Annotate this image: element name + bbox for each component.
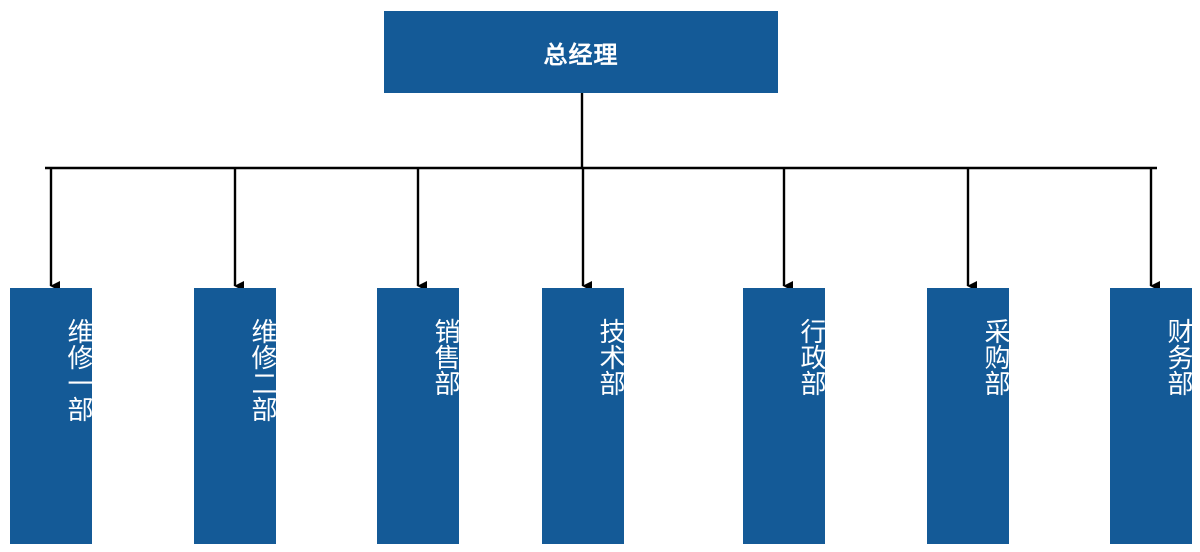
dept-label: 技术部	[595, 318, 625, 396]
dept-node-administration: 行政部	[743, 288, 826, 544]
dept-label: 销售部	[430, 318, 460, 396]
dept-node-maintenance-2: 维修二部	[194, 288, 277, 544]
dept-label: 维修二部	[247, 318, 277, 422]
dept-label: 财务部	[1163, 318, 1193, 396]
root-node-label: 总经理	[543, 40, 619, 69]
root-node-general-manager: 总经理	[384, 11, 778, 93]
dept-label: 维修一部	[63, 318, 93, 422]
branch-lines	[49, 168, 1160, 291]
dept-label: 采购部	[980, 318, 1010, 396]
dept-node-sales: 销售部	[377, 288, 460, 544]
dept-node-procurement: 采购部	[927, 288, 1010, 544]
dept-label: 行政部	[796, 318, 826, 396]
dept-node-technical: 技术部	[542, 288, 625, 544]
dept-node-finance: 财务部	[1110, 288, 1193, 544]
dept-node-maintenance-1: 维修一部	[10, 288, 93, 544]
